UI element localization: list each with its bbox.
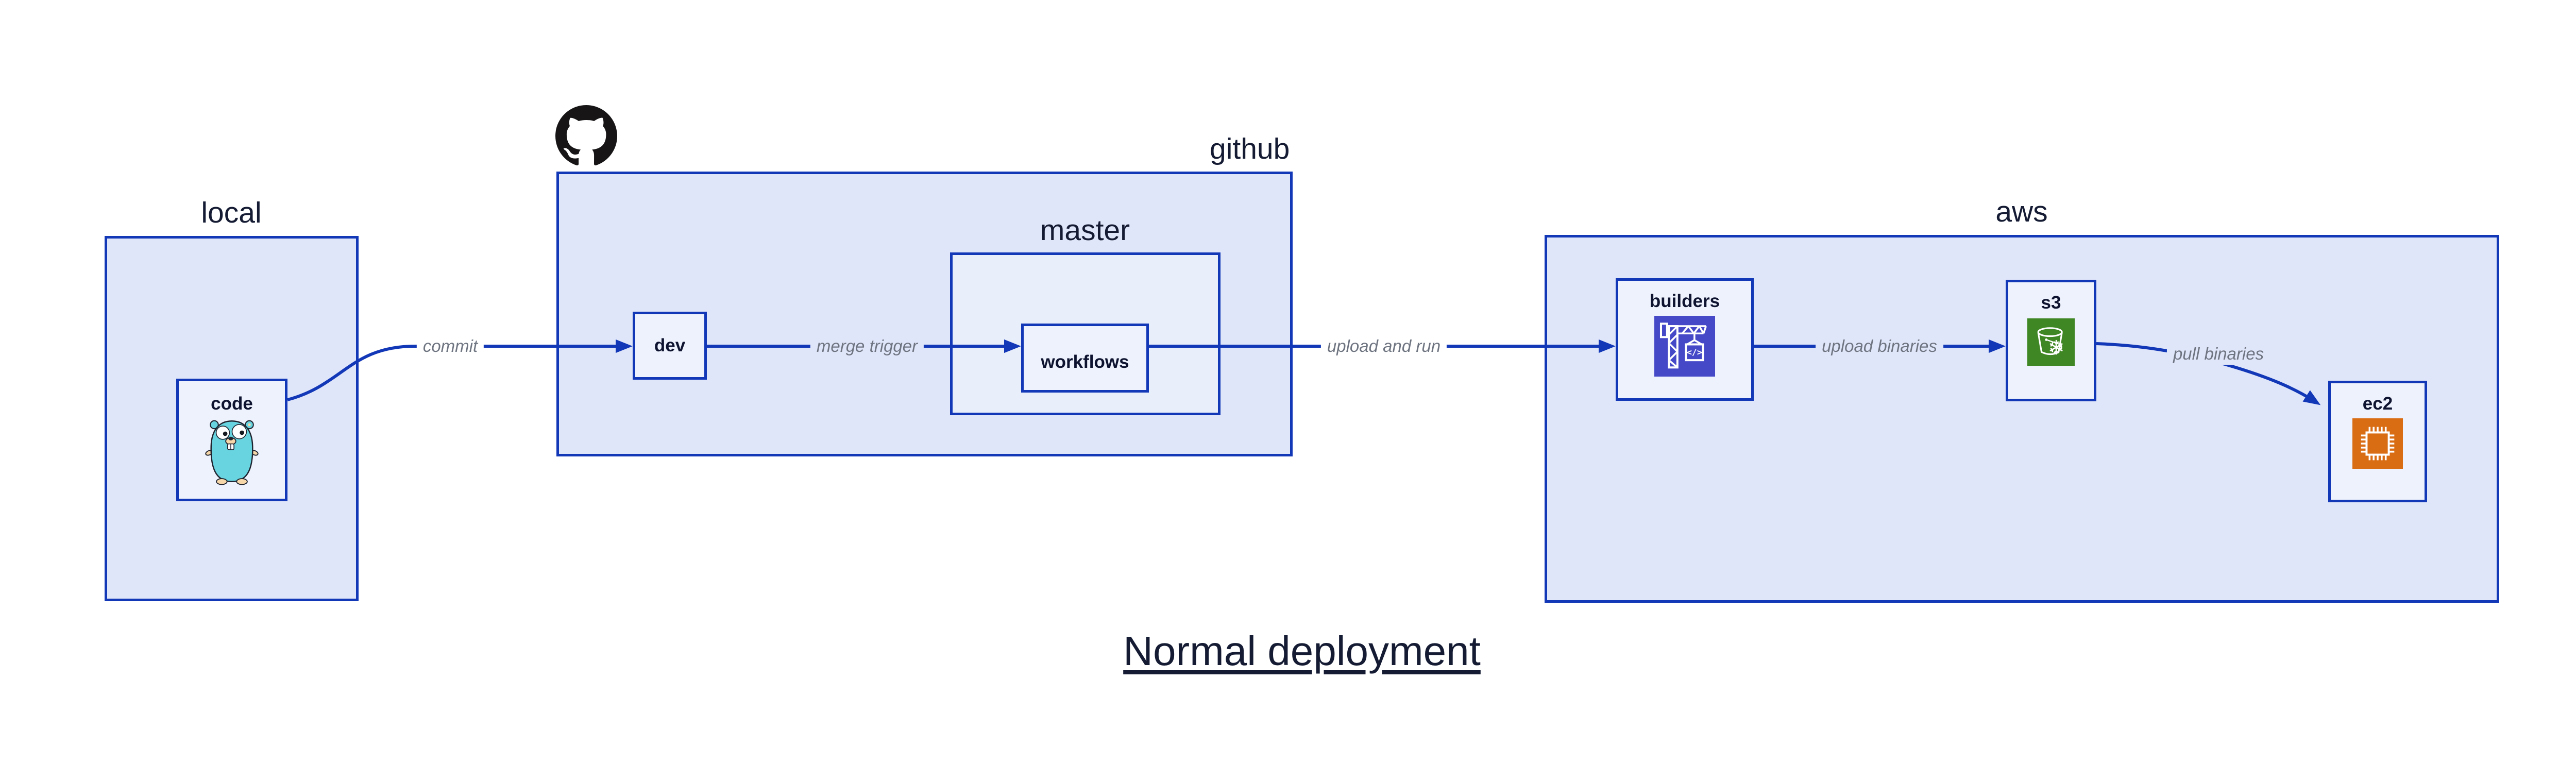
edge-upload-binaries-label: upload binaries [1816,335,1943,357]
github-octocat-icon [555,105,617,166]
node-dev-label: dev [654,335,686,355]
aws-codebuild-icon: </> [1654,316,1715,377]
svg-text:</>: </> [1687,348,1702,358]
node-code-label: code [211,394,253,414]
edge-upload-and-run-label: upload and run [1320,335,1447,357]
node-ec2-label: ec2 [2362,394,2393,414]
node-s3: s3 [2006,280,2096,401]
node-dev: dev [633,312,707,380]
node-builders: builders </> [1616,278,1754,401]
node-workflows-label: workflows [1041,352,1129,372]
node-code: code [176,379,287,501]
edge-merge-trigger-label: merge trigger [810,335,924,357]
edge-pull-binaries-label: pull binaries [2166,343,2270,365]
aws-s3-glacier-bucket-icon [2027,318,2075,366]
aws-ec2-chip-icon [2352,418,2403,469]
node-builders-label: builders [1649,291,1720,311]
node-ec2: ec2 [2328,381,2427,502]
group-master-label: master [1040,214,1130,247]
group-local-label: local [201,196,262,229]
edge-commit-label: commit [416,335,484,357]
node-s3-label: s3 [2041,293,2061,313]
group-github-label: github [1210,132,1290,165]
node-workflows: workflows [1021,324,1149,393]
diagram-title: Normal deployment [1123,628,1481,674]
go-gopher-icon [205,420,259,485]
group-aws-label: aws [1995,195,2048,228]
